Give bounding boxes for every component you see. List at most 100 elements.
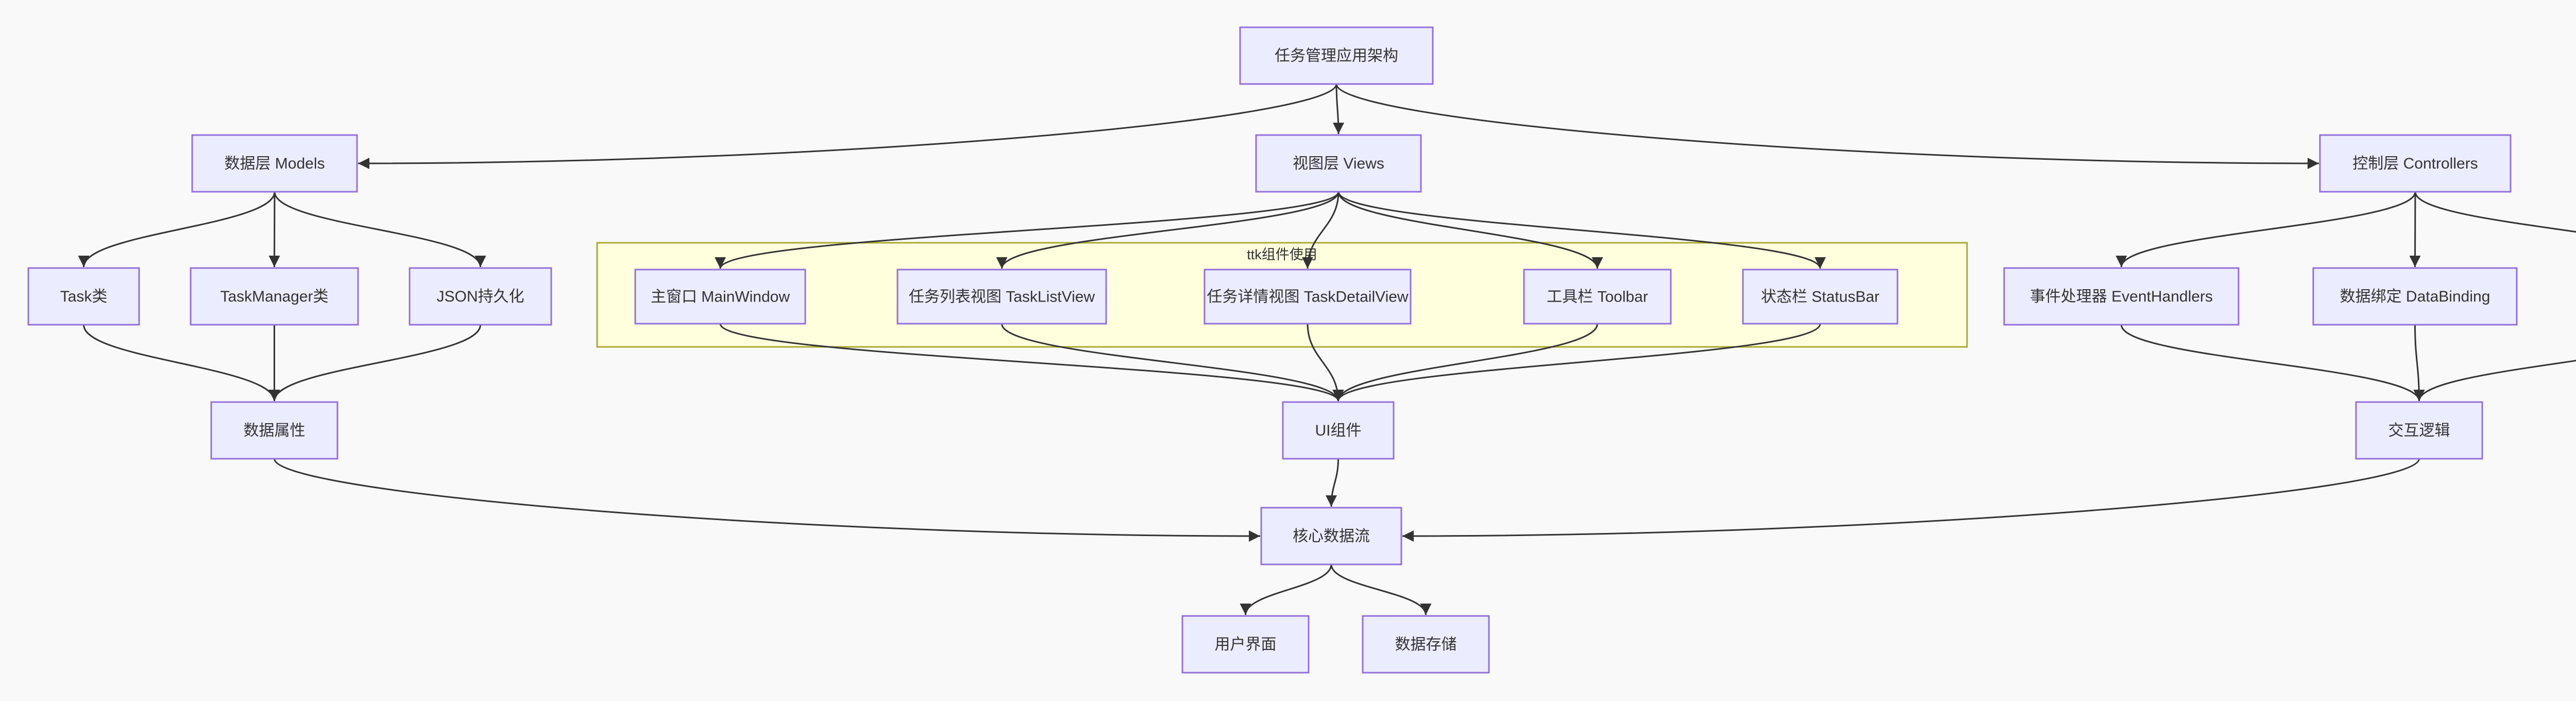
edge-arrowhead — [1402, 530, 1414, 542]
node-label: Task类 — [60, 288, 108, 305]
node-ui[interactable]: 用户界面 — [1181, 615, 1310, 674]
node-box[interactable] — [2319, 134, 2512, 193]
node-taskdetail[interactable]: 任务详情视图 TaskDetailView — [1204, 269, 1412, 325]
node-views[interactable]: 视图层 Views — [1255, 134, 1422, 193]
edge-arrowhead — [715, 257, 726, 269]
edge-controllers-to-databinding — [2414, 191, 2416, 268]
node-taskmanager[interactable]: TaskManager类 — [190, 267, 359, 326]
node-databinding[interactable]: 数据绑定 DataBinding — [2312, 267, 2518, 326]
node-box[interactable] — [1742, 269, 1899, 325]
node-dataattr[interactable]: 数据属性 — [210, 401, 338, 460]
edge-root-to-controllers — [1335, 84, 2319, 164]
edge-arrowhead — [1302, 257, 1313, 269]
node-box[interactable] — [896, 269, 1107, 325]
node-controllers[interactable]: 控制层 Controllers — [2319, 134, 2512, 193]
edge-views-to-mainwindow — [719, 191, 1340, 269]
node-label: 事件处理器 EventHandlers — [2030, 288, 2213, 305]
node-box[interactable] — [2003, 267, 2240, 326]
node-box[interactable] — [1260, 507, 1402, 565]
node-interaction[interactable]: 交互逻辑 — [2355, 401, 2483, 460]
edge-models-to-jsonpersist — [274, 191, 481, 268]
edge-arrowhead — [2115, 256, 2127, 267]
node-box[interactable] — [190, 267, 359, 326]
node-toolbar[interactable]: 工具栏 Toolbar — [1523, 269, 1672, 325]
edge-arrowhead — [2409, 256, 2421, 267]
edge-eventhandler-to-interaction — [2121, 324, 2420, 402]
edge-arrowhead — [1591, 257, 1603, 269]
edge-coredataflow-to-ui — [1245, 564, 1332, 615]
node-label: 交互逻辑 — [2388, 422, 2450, 439]
edge-jsonpersist-to-dataattr — [274, 324, 481, 402]
node-box[interactable] — [1523, 269, 1672, 325]
edge-views-to-toolbar — [1337, 191, 1598, 269]
node-box[interactable] — [27, 267, 140, 326]
edge-arrowhead — [358, 158, 369, 169]
node-box[interactable] — [191, 134, 358, 193]
edge-interaction-to-coredataflow — [1402, 458, 2420, 537]
node-label: 数据存储 — [1395, 636, 1457, 653]
node-models[interactable]: 数据层 Models — [191, 134, 358, 193]
node-label: 核心数据流 — [1293, 528, 1370, 545]
edge-arrowhead — [268, 390, 280, 401]
node-box[interactable] — [2355, 401, 2483, 460]
node-label: UI组件 — [1315, 422, 1362, 439]
node-label: 视图层 Views — [1293, 155, 1384, 172]
node-label: 任务详情视图 TaskDetailView — [1207, 288, 1409, 305]
edge-views-to-taskdetail — [1307, 191, 1340, 269]
node-label: 用户界面 — [1215, 636, 1277, 653]
node-box[interactable] — [2312, 267, 2518, 326]
node-uicomp[interactable]: UI组件 — [1282, 401, 1395, 460]
edge-arrowhead — [1333, 123, 1344, 134]
node-eventhandler[interactable]: 事件处理器 EventHandlers — [2003, 267, 2240, 326]
edge-controllers-to-businesslogic — [2414, 191, 2576, 233]
edge-coredataflow-to-storage — [1330, 564, 1427, 615]
edge-statusbar-to-uicomp — [1337, 323, 1821, 402]
edge-arrowhead — [1326, 495, 1337, 507]
node-label: 数据绑定 DataBinding — [2340, 288, 2490, 305]
node-mainwindow[interactable]: 主窗口 MainWindow — [634, 269, 806, 325]
node-box[interactable] — [210, 401, 338, 460]
edge-arrowhead — [2413, 390, 2425, 401]
node-jsonpersist[interactable]: JSON持久化 — [409, 267, 552, 326]
edge-mainwindow-to-uicomp — [719, 323, 1339, 402]
edge-arrowhead — [1240, 604, 1251, 615]
node-label: 数据属性 — [244, 422, 306, 439]
node-box[interactable] — [1204, 269, 1412, 325]
node-box[interactable] — [634, 269, 806, 325]
node-statusbar[interactable]: 状态栏 StatusBar — [1742, 269, 1899, 325]
node-box[interactable] — [1255, 134, 1422, 193]
edge-arrowhead — [474, 256, 486, 267]
edge-arrowhead — [1332, 390, 1344, 401]
edge-arrowhead — [268, 256, 280, 267]
node-tasklistview[interactable]: 任务列表视图 TaskListView — [896, 269, 1107, 325]
node-box[interactable] — [1282, 401, 1395, 460]
node-coredataflow[interactable]: 核心数据流 — [1260, 507, 1402, 565]
node-box[interactable] — [409, 267, 552, 326]
node-task[interactable]: Task类 — [27, 267, 140, 326]
edge-task-to-dataattr — [83, 324, 275, 402]
node-storage[interactable]: 数据存储 — [1362, 615, 1490, 674]
node-box[interactable] — [1181, 615, 1310, 674]
node-label: JSON持久化 — [436, 288, 524, 305]
node-label: 工具栏 Toolbar — [1547, 288, 1648, 305]
edge-layer — [78, 84, 2576, 615]
node-label: 数据层 Models — [224, 155, 325, 172]
edge-views-to-statusbar — [1337, 191, 1821, 269]
node-box[interactable] — [1239, 26, 1434, 85]
node-root[interactable]: 任务管理应用架构 — [1239, 26, 1434, 85]
edge-root-to-models — [358, 84, 1337, 164]
edge-arrowhead — [1815, 257, 1826, 269]
edge-dataattr-to-coredataflow — [274, 458, 1261, 537]
node-box[interactable] — [1362, 615, 1490, 674]
edge-views-to-tasklistview — [1001, 191, 1340, 269]
edge-arrowhead — [78, 256, 90, 267]
node-label: TaskManager类 — [220, 288, 328, 305]
edge-tasklistview-to-uicomp — [1001, 323, 1339, 402]
edge-taskdetail-to-uicomp — [1307, 323, 1339, 402]
node-label: 主窗口 MainWindow — [651, 288, 790, 305]
edge-toolbar-to-uicomp — [1337, 323, 1598, 402]
edge-businesslogic-to-interaction — [2418, 360, 2576, 402]
